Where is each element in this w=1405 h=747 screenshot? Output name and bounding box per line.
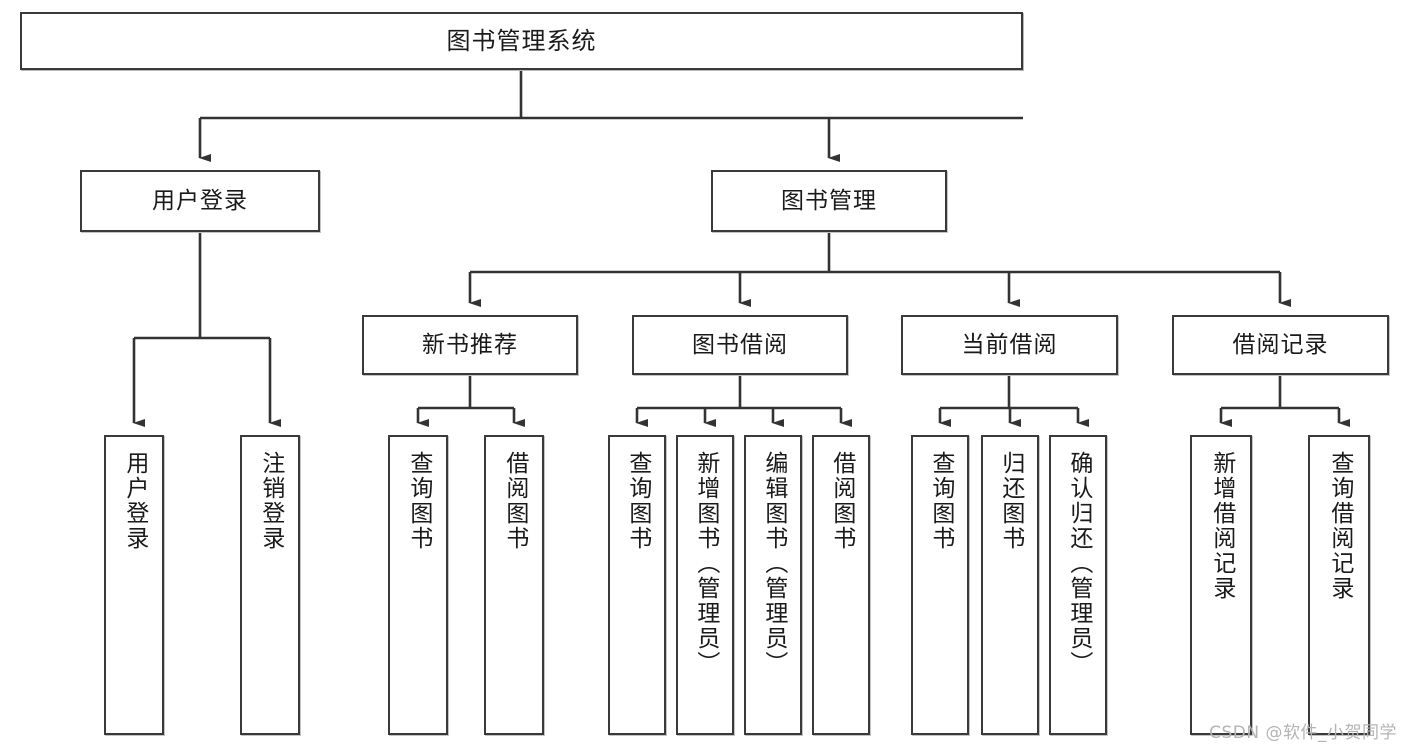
node-book-management[interactable]: 图书管理 [711,170,947,232]
leaf-borrow-book-label: 借阅图书 [828,451,855,551]
leaf-edit-book-admin[interactable]: 编辑图书（管理员） [744,435,802,735]
leaf-add-borrow-record[interactable]: 新增借阅记录 [1190,435,1252,735]
node-book-borrow[interactable]: 图书借阅 [632,315,848,375]
leaf-borrow-book-inner: 借阅图书 [814,437,868,733]
leaf-query-book-current-inner: 查询图书 [913,437,967,733]
leaf-edit-book-admin-label: 编辑图书（管理员） [760,451,787,676]
node-user-login-label: 用户登录 [152,187,248,214]
node-current-borrow[interactable]: 当前借阅 [901,315,1118,375]
leaf-query-book-recommend-label: 查询图书 [405,451,432,551]
leaf-confirm-return-admin-inner: 确认归还（管理员） [1051,437,1105,733]
leaf-add-borrow-record-inner: 新增借阅记录 [1192,437,1250,733]
leaf-borrow-book[interactable]: 借阅图书 [812,435,870,735]
leaf-add-book-admin-inner: 新增图书（管理员） [678,437,732,733]
leaf-return-book-label: 归还图书 [997,451,1024,551]
leaf-logout[interactable]: 注销登录 [240,435,300,735]
leaf-query-book-borrow[interactable]: 查询图书 [608,435,666,735]
leaf-query-book-recommend[interactable]: 查询图书 [388,435,448,735]
leaf-return-book-inner: 归还图书 [983,437,1037,733]
leaf-borrow-book-recommend-label: 借阅图书 [501,451,528,551]
leaf-borrow-book-recommend-inner: 借阅图书 [486,437,542,733]
node-user-login[interactable]: 用户登录 [80,170,320,232]
leaf-return-book[interactable]: 归还图书 [981,435,1039,735]
leaf-edit-book-admin-inner: 编辑图书（管理员） [746,437,800,733]
node-current-borrow-label: 当前借阅 [961,331,1058,358]
node-root[interactable]: 图书管理系统 [20,12,1023,70]
node-new-book-recommend-label: 新书推荐 [422,331,518,358]
leaf-add-borrow-record-label: 新增借阅记录 [1208,451,1235,601]
node-borrow-record-label: 借阅记录 [1232,331,1329,358]
leaf-query-borrow-record[interactable]: 查询借阅记录 [1308,435,1370,735]
csdn-watermark: CSDN @软件_小贺同学 [1209,723,1397,743]
leaf-confirm-return-admin[interactable]: 确认归还（管理员） [1049,435,1107,735]
leaf-logout-label: 注销登录 [257,451,284,551]
leaf-user-login-inner: 用户登录 [106,437,162,733]
leaf-logout-inner: 注销登录 [242,437,298,733]
leaf-confirm-return-admin-label: 确认归还（管理员） [1065,451,1092,676]
leaf-add-book-admin-label: 新增图书（管理员） [692,451,719,676]
leaf-borrow-book-recommend[interactable]: 借阅图书 [484,435,544,735]
leaf-user-login-label: 用户登录 [121,451,148,551]
leaf-user-login[interactable]: 用户登录 [104,435,164,735]
leaf-query-book-recommend-inner: 查询图书 [390,437,446,733]
leaf-query-borrow-record-label: 查询借阅记录 [1326,451,1353,601]
node-book-borrow-label: 图书借阅 [692,331,788,358]
leaf-query-book-borrow-label: 查询图书 [624,451,651,551]
node-borrow-record[interactable]: 借阅记录 [1172,315,1389,375]
node-root-label: 图书管理系统 [446,27,597,55]
node-new-book-recommend[interactable]: 新书推荐 [362,315,578,375]
leaf-query-borrow-record-inner: 查询借阅记录 [1310,437,1368,733]
node-book-management-label: 图书管理 [781,187,877,214]
leaf-query-book-current[interactable]: 查询图书 [911,435,969,735]
leaf-query-book-current-label: 查询图书 [927,451,954,551]
leaf-query-book-borrow-inner: 查询图书 [610,437,664,733]
leaf-add-book-admin[interactable]: 新增图书（管理员） [676,435,734,735]
